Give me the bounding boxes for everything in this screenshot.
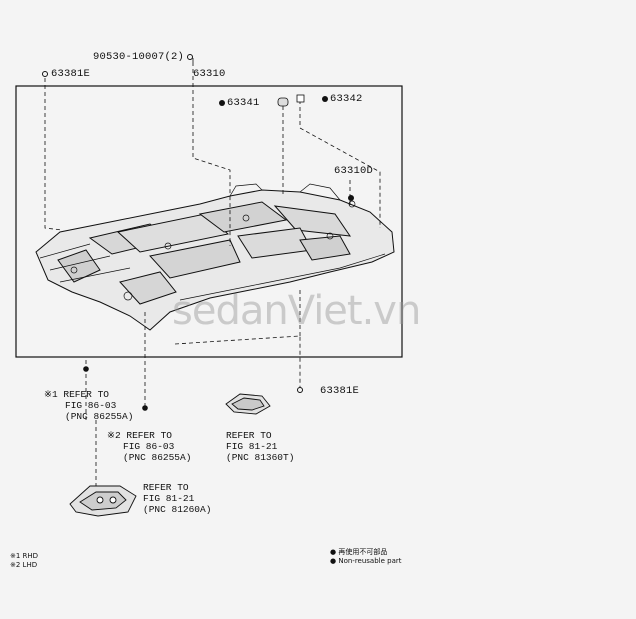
watermark-text: sedanViet.vn xyxy=(172,288,421,334)
cap-1-nonreusable-dot xyxy=(219,100,225,106)
legend-english: ● Non-reusable part xyxy=(330,557,402,565)
part-label-cap-2: 63342 xyxy=(330,93,363,105)
headliner-panel xyxy=(35,189,395,331)
ref-4-line1: REFER TO xyxy=(143,482,189,493)
room-lamp-part xyxy=(225,393,271,415)
ref-2-line1: REFER TO xyxy=(126,430,172,441)
part-label-clip: 90530-10007(2) xyxy=(93,51,185,63)
ref-2-line2: FIG 86-03 xyxy=(123,441,175,452)
map-lamp-part xyxy=(69,485,137,517)
clip-marker xyxy=(187,54,193,60)
reference-note-2: ※2 REFER TO FIG 86-03 (PNC 86255A) xyxy=(107,430,191,463)
note-lhd: ※2 LHD xyxy=(10,561,38,569)
clip-front-marker xyxy=(42,71,48,77)
ref-2-prefix: ※2 xyxy=(107,430,121,441)
part-label-headliner: 63310 xyxy=(193,68,226,80)
part-label-clip-rear: 63381E xyxy=(320,385,360,397)
cap-1-part xyxy=(277,97,289,107)
reference-note-3: REFER TO FIG 81-21 (PNC 81360T) xyxy=(226,430,294,463)
ref-4-line3: (PNC 81260A) xyxy=(143,504,212,515)
ref-1-line1: REFER TO xyxy=(63,389,109,400)
assembly-frame xyxy=(15,85,403,358)
ref-4-line2: FIG 81-21 xyxy=(143,493,195,504)
part-label-clip-front: 63381E xyxy=(51,68,91,80)
part-label-cap-1: 63341 xyxy=(227,97,260,109)
clip-rear-marker xyxy=(297,387,303,393)
cap-2-nonreusable-dot xyxy=(322,96,328,102)
note-rhd: ※1 RHD xyxy=(10,552,39,560)
projection-lines xyxy=(44,62,381,486)
ref-1-dot xyxy=(83,366,89,372)
reference-note-4: REFER TO FIG 81-21 (PNC 81260A) xyxy=(143,482,211,515)
ref-3-line3: (PNC 81360T) xyxy=(226,452,295,463)
market-notes: ※1 RHD ※2 LHD xyxy=(10,552,38,570)
ref-1-line2: FIG 86-03 xyxy=(65,400,117,411)
ref-1-prefix: ※1 xyxy=(44,389,58,400)
ref-3-line1: REFER TO xyxy=(226,430,272,441)
pad-nonreusable-dot xyxy=(348,195,354,201)
legend-notes: ● 再使用不可部品 ● Non-reusable part xyxy=(330,548,402,566)
cap-2-part xyxy=(296,94,305,103)
ref-2-dot xyxy=(142,405,148,411)
ref-2-line3: (PNC 86255A) xyxy=(123,452,192,463)
part-label-pad: 63310D xyxy=(334,165,374,177)
legend-chinese: ● 再使用不可部品 xyxy=(330,548,388,556)
headliner-details xyxy=(39,183,386,301)
reference-note-1: ※1 REFER TO FIG 86-03 (PNC 86255A) xyxy=(44,389,133,422)
ref-3-line2: FIG 81-21 xyxy=(226,441,278,452)
ref-1-line3: (PNC 86255A) xyxy=(65,411,134,422)
